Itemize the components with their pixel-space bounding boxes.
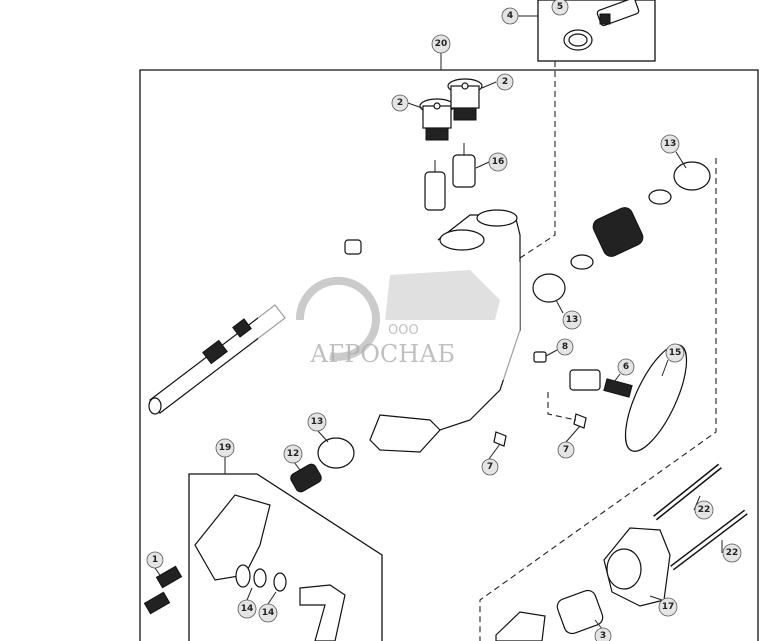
callout-7-left: 7	[481, 458, 499, 476]
frame-item-19	[188, 473, 383, 641]
clip-7-left	[493, 431, 507, 447]
callout-22-upper: 22	[694, 500, 714, 520]
o-ring-15	[624, 344, 688, 452]
piston-6	[569, 369, 601, 391]
clip-lower	[570, 254, 594, 270]
frame-item-20	[139, 69, 759, 641]
dashed-guide-top	[519, 61, 556, 259]
svg-text:20: 20	[435, 39, 448, 49]
gear-icon	[295, 276, 380, 361]
spring-3	[556, 589, 604, 635]
bolt-1-b	[143, 591, 171, 615]
svg-text:8: 8	[562, 342, 568, 352]
svg-text:1: 1	[152, 555, 158, 565]
callout-14-a: 14	[237, 599, 257, 619]
svg-text:7: 7	[487, 462, 493, 472]
callout-7-right: 7	[557, 441, 575, 459]
callout-4: 4	[501, 7, 519, 25]
spring-12	[290, 463, 322, 493]
seal-ring-5-inner	[568, 33, 588, 47]
dashed-boundary-right	[479, 158, 717, 641]
callout-16: 16	[488, 152, 508, 172]
callout-3: 3	[594, 627, 612, 641]
valve-4-tip	[599, 13, 611, 25]
ring-14-a	[253, 568, 267, 588]
relief-valve-right	[447, 78, 483, 121]
o-ring-13-lower	[317, 437, 355, 469]
clip-7-right	[573, 413, 587, 429]
spring-6	[603, 378, 633, 398]
svg-text:3: 3	[600, 631, 606, 641]
svg-text:4: 4	[507, 11, 513, 21]
spring-upper	[592, 207, 644, 257]
harvester-icon	[385, 270, 500, 320]
housing-port	[439, 229, 485, 251]
spring-16-right	[452, 154, 476, 188]
svg-text:22: 22	[726, 548, 739, 558]
callout-2-left: 2	[391, 94, 409, 112]
svg-text:2: 2	[397, 98, 403, 108]
callout-13-lower: 13	[307, 412, 327, 432]
svg-text:13: 13	[311, 417, 324, 427]
svg-text:13: 13	[664, 139, 677, 149]
svg-text:13: 13	[566, 315, 579, 325]
svg-text:14: 14	[262, 608, 275, 618]
watermark-prefix: ООО	[388, 323, 419, 338]
callout-8: 8	[556, 338, 574, 356]
svg-text:2: 2	[502, 77, 508, 87]
callout-2-right: 2	[496, 73, 514, 91]
callout-15: 15	[665, 343, 685, 363]
ring-14-b	[273, 572, 287, 592]
svg-text:17: 17	[662, 602, 675, 612]
svg-text:5: 5	[557, 2, 563, 12]
housing-port-2	[476, 209, 518, 227]
bolt-1-a	[155, 565, 183, 589]
callout-17: 17	[658, 597, 678, 617]
svg-text:22: 22	[698, 505, 711, 515]
svg-text:12: 12	[287, 449, 300, 459]
svg-text:7: 7	[563, 445, 569, 455]
callout-20: 20	[431, 34, 451, 54]
svg-text:6: 6	[623, 362, 629, 372]
lever-arm	[299, 584, 346, 641]
svg-text:15: 15	[669, 348, 682, 358]
clip-upper	[648, 189, 672, 205]
washer	[235, 564, 251, 588]
callout-1: 1	[146, 551, 164, 569]
spring-16-left	[424, 171, 446, 211]
callout-5: 5	[551, 0, 569, 16]
callout-22-lower: 22	[722, 543, 742, 563]
svg-text:14: 14	[241, 604, 254, 614]
svg-text:16: 16	[492, 157, 505, 167]
plug-8	[533, 351, 547, 363]
o-ring-13-top	[673, 161, 711, 191]
watermark: ООО АГРОСНАБ	[258, 262, 520, 380]
o-ring-13-mid	[532, 273, 566, 303]
callout-6: 6	[617, 358, 635, 376]
callout-12: 12	[283, 444, 303, 464]
end-cover-port	[606, 548, 642, 590]
callout-13-top: 13	[660, 134, 680, 154]
plug	[344, 239, 362, 255]
frame-item-4	[537, 0, 656, 62]
callout-14-b: 14	[258, 603, 278, 623]
relief-valve-left	[419, 98, 455, 141]
callout-13-mid: 13	[562, 310, 582, 330]
callout-19: 19	[215, 438, 235, 458]
cover-lower	[495, 611, 546, 641]
svg-text:19: 19	[219, 443, 232, 453]
lever-housing	[194, 494, 271, 581]
watermark-brand: АГРОСНАБ	[310, 340, 455, 368]
